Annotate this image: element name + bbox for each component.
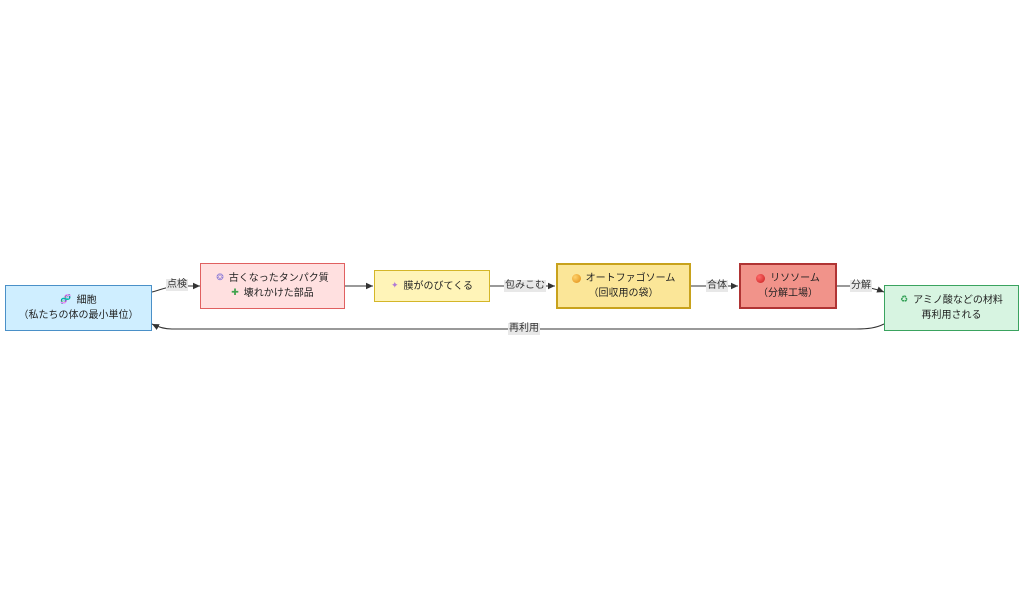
recycle-title: アミノ酸などの材料 [913, 295, 1003, 306]
sparkle-swirl-icon: ❂ [216, 273, 224, 283]
recycle-icon: ♻ [900, 295, 909, 305]
puzzle-piece-icon: ✚ [231, 288, 239, 298]
autophagosome-subtitle: （回収用の袋） [588, 288, 659, 299]
cell-node: 🧬 細胞 （私たちの体の最小単位） [5, 285, 152, 331]
red-circle-icon [756, 274, 766, 283]
autophagosome-node: オートファゴソーム （回収用の袋） [556, 263, 691, 309]
lysosome-title: リソソーム [770, 273, 820, 284]
edge-label-wrap: 包みこむ [504, 280, 546, 292]
cell-subtitle: （私たちの体の最小単位） [18, 310, 139, 321]
membrane-label: 膜がのびてくる [403, 280, 474, 292]
recycle-node: ♻ アミノ酸などの材料 再利用される [884, 285, 1019, 331]
edge-label-fuse: 合体 [706, 280, 728, 292]
membrane-node: ✦ 膜がのびてくる [374, 270, 490, 302]
edge-label-reuse: 再利用 [508, 323, 540, 335]
lysosome-subtitle: （分解工場） [758, 288, 818, 299]
recycle-subtitle: 再利用される [921, 310, 982, 321]
old-proteins-label: 古くなったタンパク質 [228, 273, 329, 284]
autophagosome-title: オートファゴソーム [585, 273, 676, 284]
broken-parts-label: 壊れかけた部品 [243, 288, 314, 299]
edge-label-inspect: 点検 [166, 279, 188, 291]
edge-label-decompose: 分解 [850, 280, 872, 292]
sparkle-icon: ✦ [390, 280, 399, 291]
cell-title: 細胞 [76, 295, 97, 306]
lysosome-node: リソソーム （分解工場） [739, 263, 837, 309]
old-parts-node: ❂ 古くなったタンパク質 ✚ 壊れかけた部品 [200, 263, 345, 309]
dna-icon: 🧬 [60, 295, 72, 305]
orange-ball-icon [571, 274, 581, 283]
